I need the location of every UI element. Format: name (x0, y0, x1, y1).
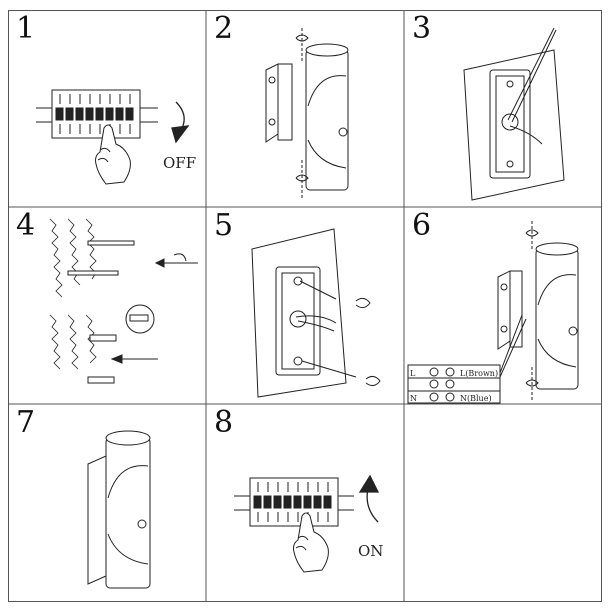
wire-n-label: N (410, 394, 417, 403)
empty-panel (404, 404, 602, 601)
step-5-illustration (251, 228, 381, 398)
mounting-plate-icon (265, 63, 293, 143)
step-number: 6 (412, 208, 432, 243)
hand-icon (95, 124, 131, 185)
wall-lamp-icon (535, 242, 579, 390)
step-1-illustration: OFF (36, 89, 196, 185)
step-5-panel: 5 (206, 207, 404, 404)
mounting-plate-icon (489, 69, 531, 179)
arrow-icon (358, 474, 380, 523)
instruction-grid: 1 OF (8, 10, 602, 602)
on-label: ON (358, 542, 383, 560)
mounting-plate-icon (275, 266, 337, 376)
step-4-illustration (49, 218, 198, 384)
mounting-plate-icon (497, 270, 523, 350)
off-label: OFF (163, 154, 196, 172)
step-8-illustration: ON (234, 474, 383, 573)
step-number: 5 (214, 208, 234, 243)
terminal-block-icon (407, 314, 527, 404)
step-4-panel: 4 (8, 207, 206, 404)
step-2-panel: 2 (206, 10, 404, 207)
arrow-icon (110, 354, 158, 364)
wall-lamp-icon (305, 43, 349, 191)
step-8-panel: 8 ON (206, 404, 404, 601)
wire-blue-label: N(Blue) (460, 394, 492, 403)
wire-icon (507, 27, 557, 145)
wall-plug-icon (87, 304, 155, 384)
step-2-illustration (265, 28, 349, 200)
breaker-panel-icon (36, 89, 158, 139)
step-number: 1 (16, 11, 36, 46)
step-number: 2 (214, 11, 234, 46)
breaker-panel-icon (234, 477, 354, 527)
screw-icon (299, 280, 357, 378)
wall-lamp-icon (105, 430, 151, 589)
step-number: 8 (214, 405, 234, 440)
step-6-illustration: L N L(Brown) N(Blue) (407, 221, 579, 404)
step-number: 4 (16, 208, 36, 243)
hand-icon (293, 512, 329, 573)
step-7-illustration (87, 430, 151, 589)
arrow-icon (171, 101, 190, 144)
step-3-panel: 3 (404, 10, 602, 207)
step-number: 3 (412, 11, 432, 46)
drill-icon (67, 240, 135, 276)
step-7-panel: 7 (8, 404, 206, 601)
grid-lines (8, 10, 602, 602)
rotate-icon (525, 221, 539, 401)
step-number: 7 (16, 405, 36, 440)
wire-l-label: L (410, 369, 416, 378)
rotate-icon (355, 297, 381, 387)
step-3-illustration (463, 27, 565, 201)
wire-brown-label: L(Brown) (460, 369, 498, 378)
mounting-plate-icon (87, 455, 107, 585)
arrow-icon (154, 253, 198, 268)
rotate-icon (295, 28, 309, 200)
wall-section (49, 218, 97, 370)
step-1-panel: 1 OF (8, 10, 206, 207)
step-6-panel: 6 (404, 207, 602, 404)
